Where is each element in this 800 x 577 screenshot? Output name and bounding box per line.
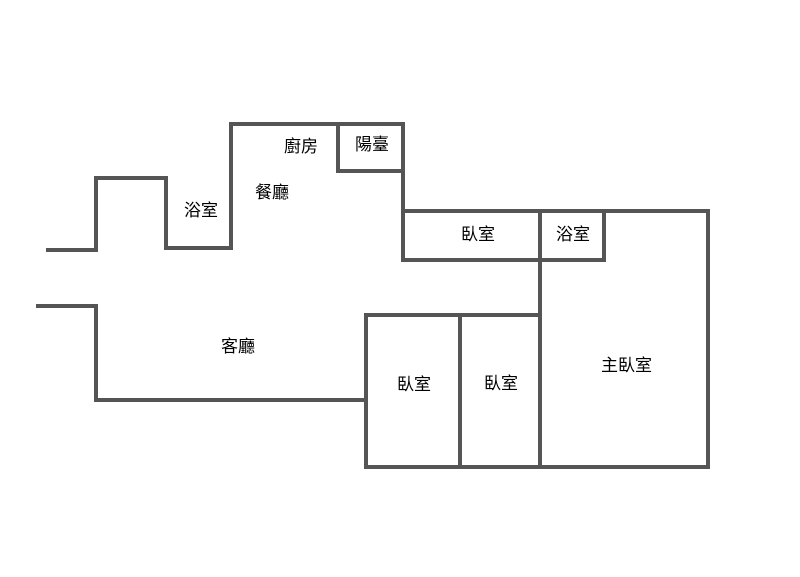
wall-kitchen-top	[229, 122, 405, 213]
room-label-bedroom-b: 臥室	[484, 374, 518, 394]
room-label-dining: 餐廳	[255, 183, 289, 203]
walls	[36, 122, 710, 469]
wall-entrance-upper	[46, 176, 168, 252]
room-label-kitchen: 廚房	[284, 137, 318, 157]
room-label-living: 客廳	[221, 337, 255, 357]
room-label-bath-left: 浴室	[184, 201, 218, 221]
wall-top-bedroom-outer	[364, 209, 710, 469]
room-label-balcony: 陽臺	[355, 135, 389, 155]
room-label-master-bedroom: 主臥室	[601, 356, 652, 376]
room-label-bedroom-top: 臥室	[461, 225, 495, 245]
room-label-bath-right: 浴室	[556, 225, 590, 245]
wall-entrance-lower	[36, 304, 368, 402]
room-label-bedroom-a: 臥室	[397, 375, 431, 395]
wall-bath-left	[164, 122, 233, 250]
wall-top-bedroom-lower	[401, 209, 606, 262]
wall-balcony	[336, 122, 405, 173]
